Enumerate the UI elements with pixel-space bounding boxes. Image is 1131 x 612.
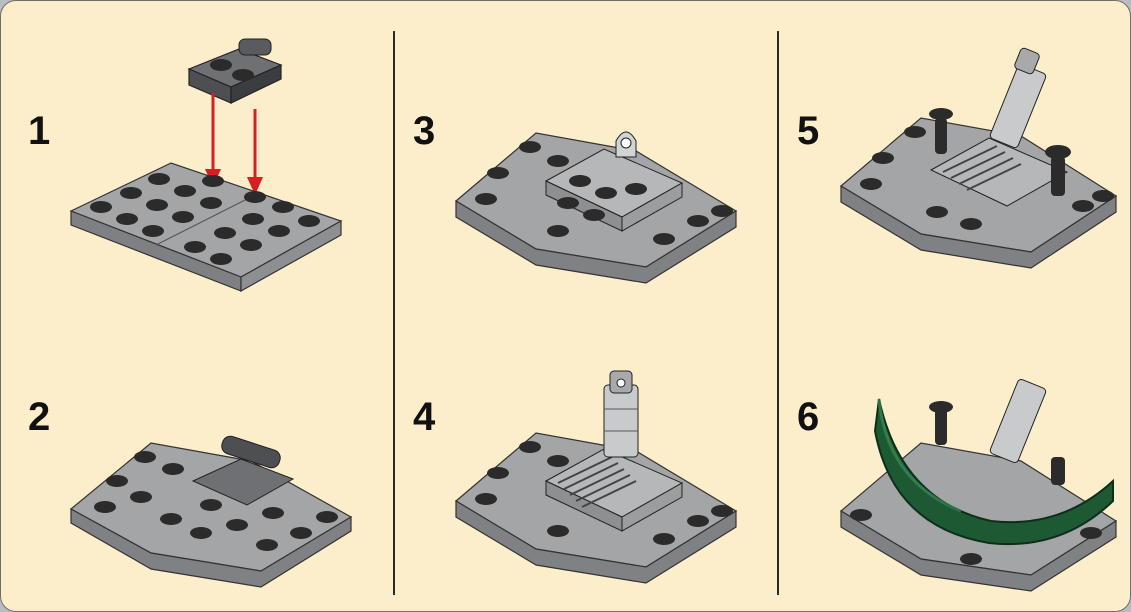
step-number-4: 4 <box>413 397 435 437</box>
step-3-illustration <box>446 111 746 296</box>
step-5-illustration <box>831 46 1126 286</box>
step-number-3: 3 <box>413 111 435 151</box>
column-divider-left <box>393 31 395 595</box>
step-number-2: 2 <box>28 397 50 437</box>
column-divider-right <box>777 31 779 595</box>
hinge-column <box>989 47 1047 149</box>
hinge-column <box>989 378 1047 463</box>
step-number-6: 6 <box>797 397 819 437</box>
step-1-illustration <box>61 21 361 296</box>
step-number-5: 5 <box>797 111 819 151</box>
hinge-column <box>604 371 638 457</box>
handle-plate <box>189 39 281 103</box>
step-6-illustration <box>831 361 1126 601</box>
step-2-illustration <box>61 421 361 596</box>
step-number-1: 1 <box>28 111 50 151</box>
step-4-illustration <box>446 361 746 596</box>
